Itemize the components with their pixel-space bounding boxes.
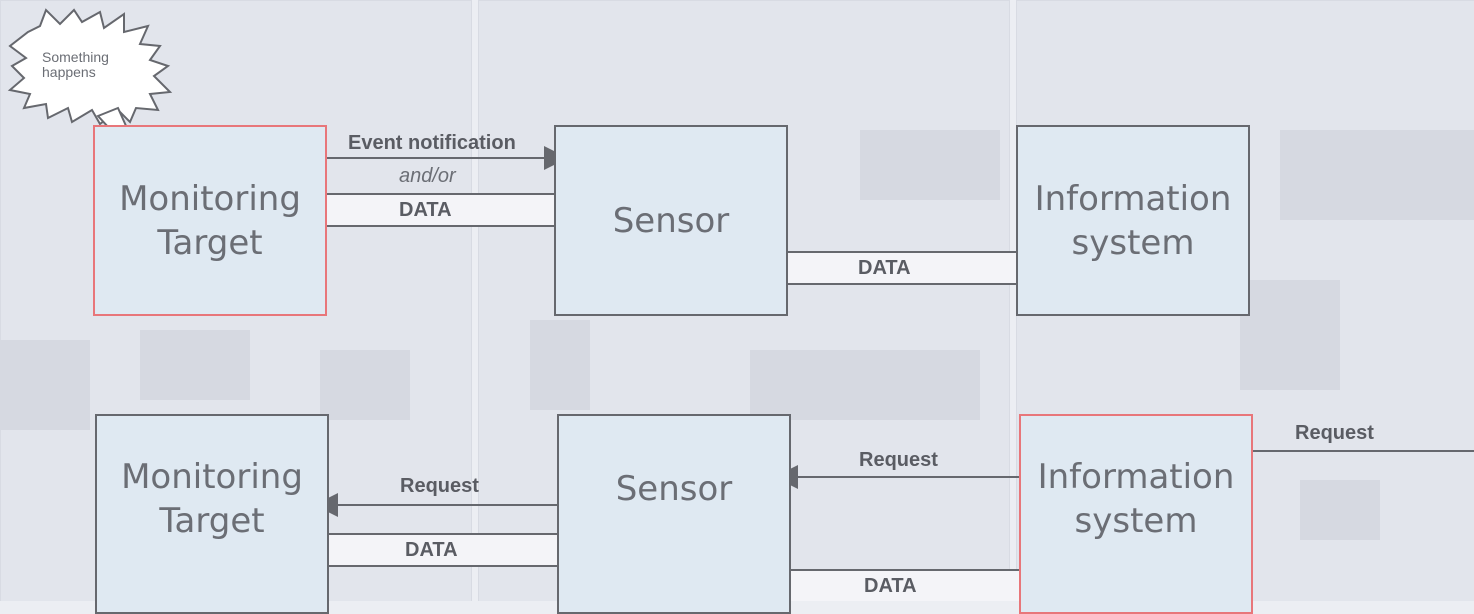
top-sensor-box: Sensor xyxy=(554,125,788,316)
burst-shape xyxy=(7,8,173,126)
bottom-sensor-box: Sensor xyxy=(557,414,791,614)
burst-line-1: Something xyxy=(42,49,109,65)
burst-line-2: happens xyxy=(42,64,96,80)
bottom-information-system-box: Information system xyxy=(1019,414,1253,614)
top-monitoring-target-box: Monitoring Target xyxy=(93,125,327,316)
request-left-label: Request xyxy=(400,475,479,497)
top-data-label-2: DATA xyxy=(858,257,911,279)
bottom-sensor-label: Sensor xyxy=(615,469,733,509)
burst-text: Something happens xyxy=(42,50,109,80)
bottom-monitoring-target-box: Monitoring Target xyxy=(95,414,329,614)
top-information-system-label: Information system xyxy=(1034,178,1232,263)
request-mid-label: Request xyxy=(859,449,938,471)
bottom-data-label-1: DATA xyxy=(405,539,458,561)
event-notification-label: Event notification xyxy=(348,132,516,154)
top-information-system-box: Information system xyxy=(1016,125,1250,316)
andor-label: and/or xyxy=(399,165,456,187)
bottom-information-system-label: Information system xyxy=(1037,457,1235,541)
diagram-arrows xyxy=(7,8,1474,601)
request-ext-label: Request xyxy=(1295,422,1374,444)
top-sensor-label: Sensor xyxy=(612,200,730,241)
bottom-data-label-2: DATA xyxy=(864,575,917,597)
top-data-label-1: DATA xyxy=(399,199,452,221)
top-monitoring-target-label: Monitoring Target xyxy=(119,178,301,263)
bottom-monitoring-target-label: Monitoring Target xyxy=(121,457,303,541)
